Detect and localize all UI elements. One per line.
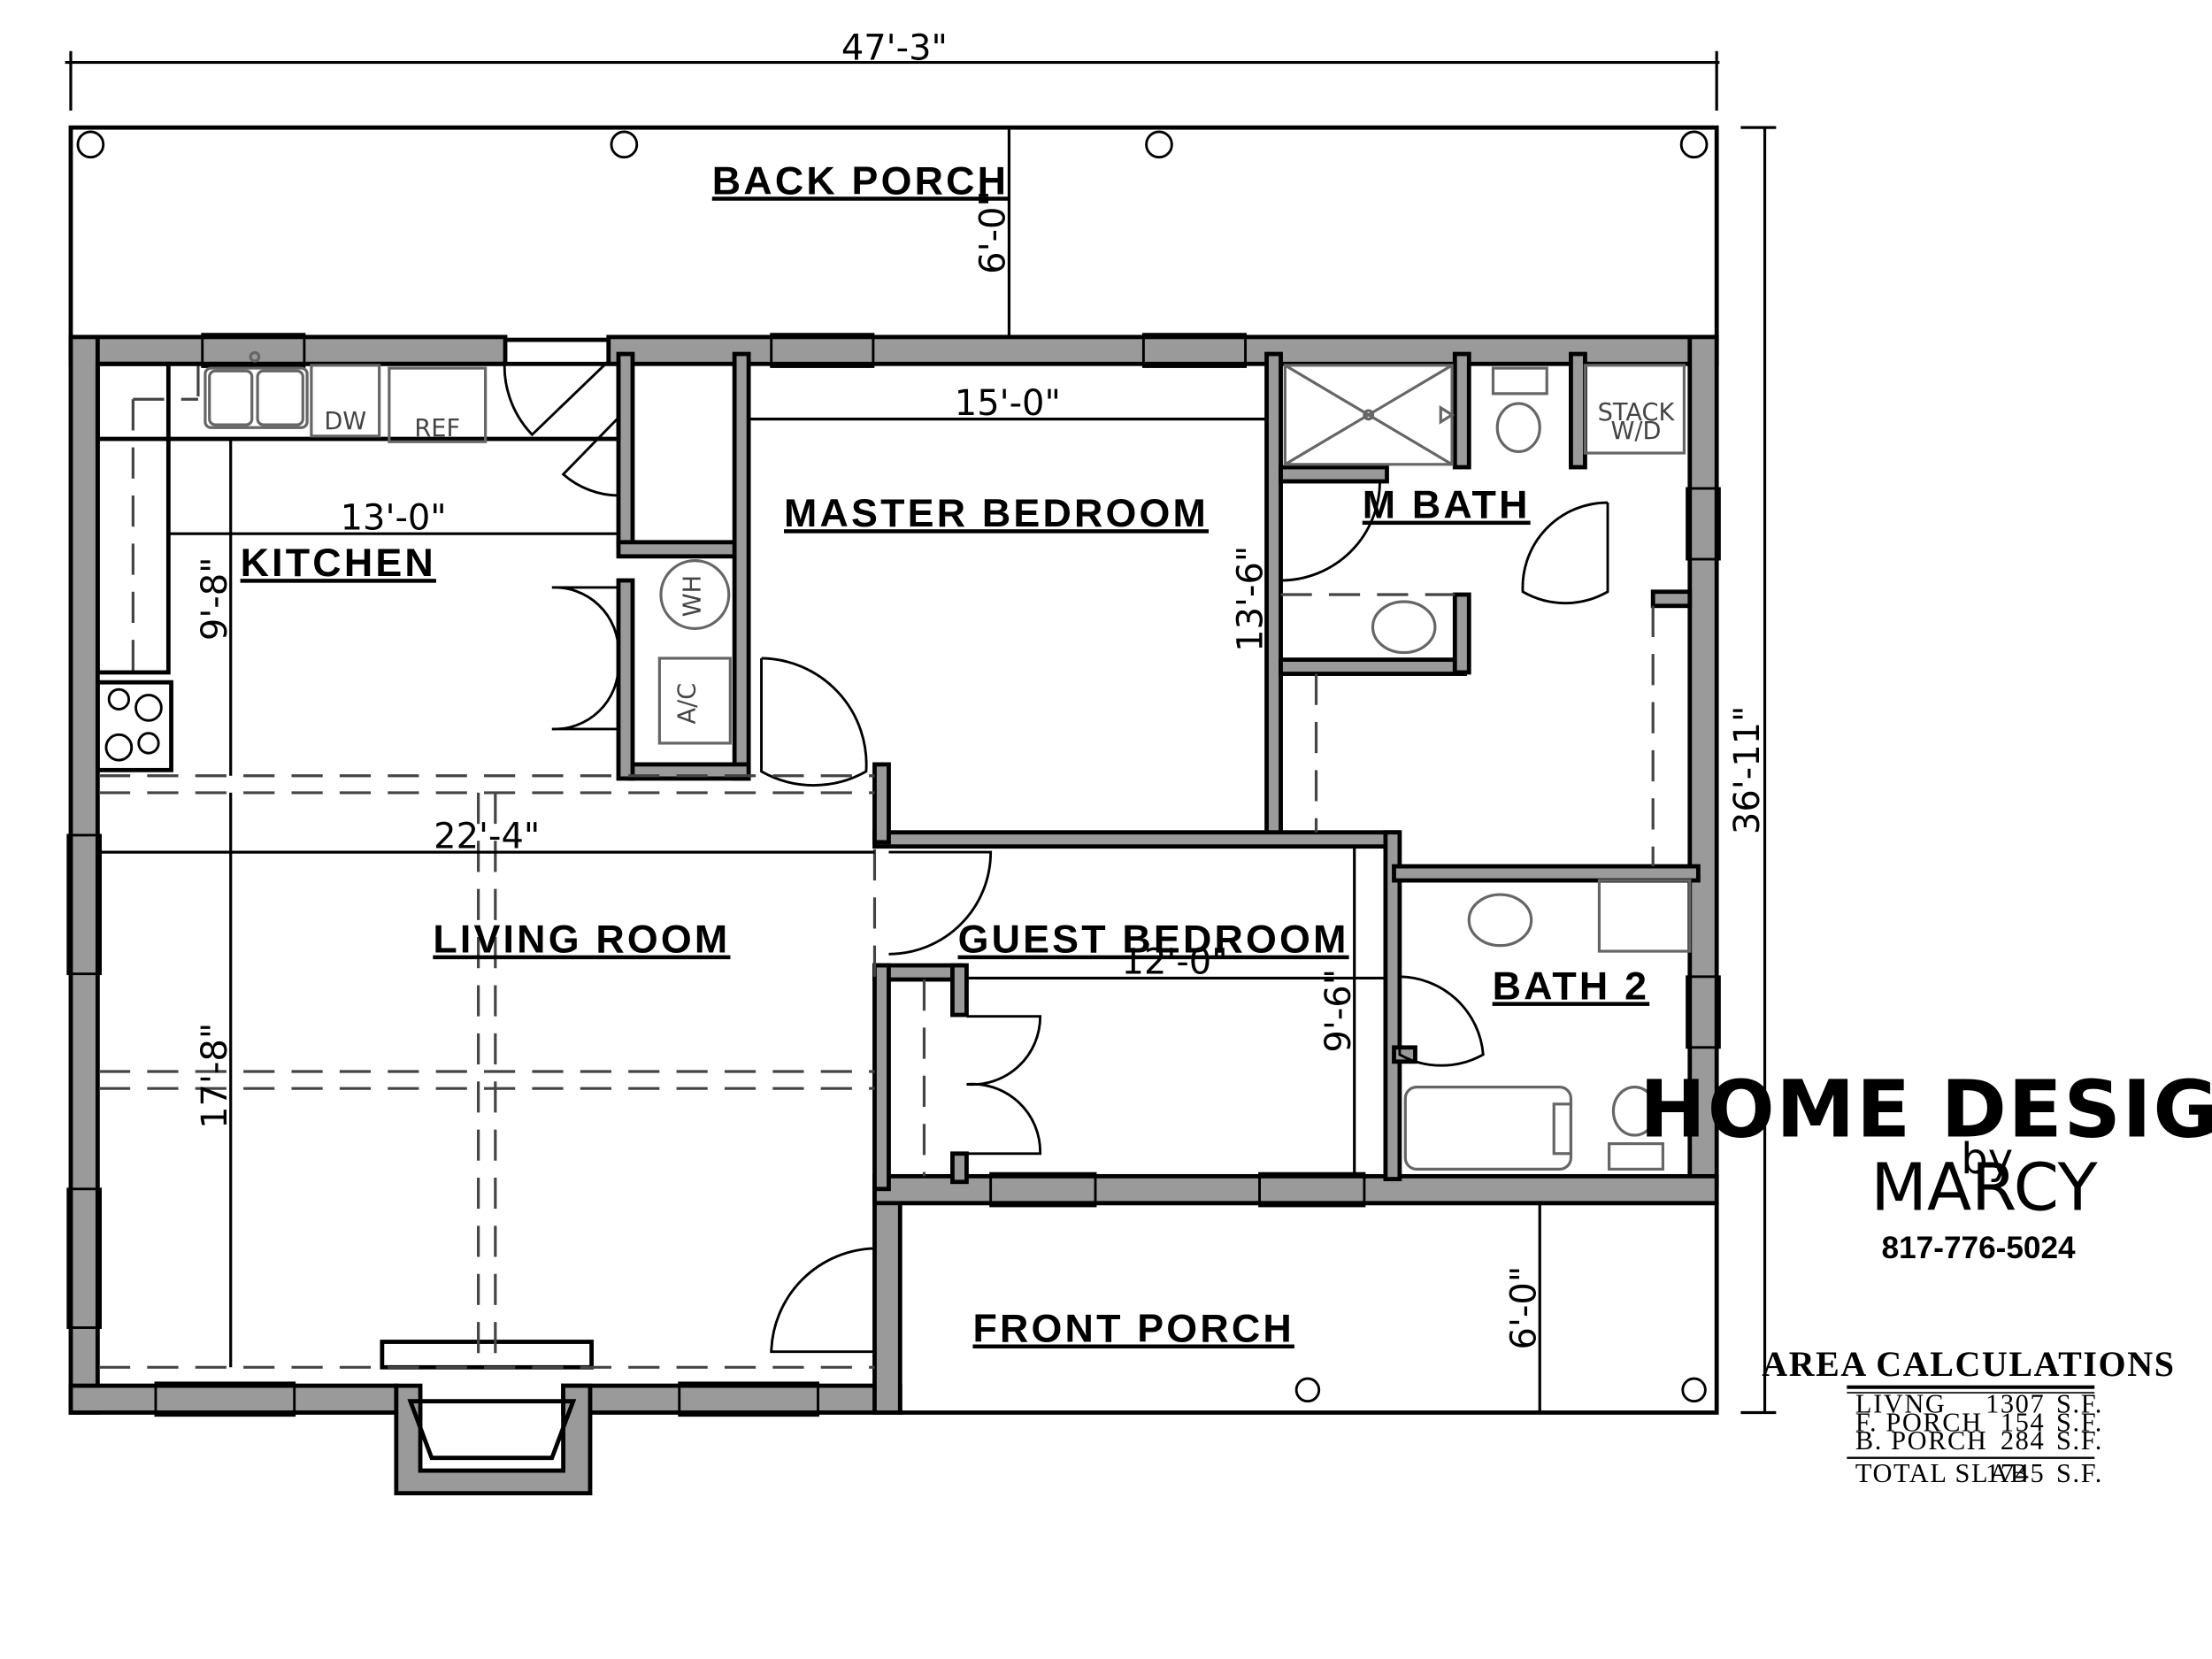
area-total-unit: S.F.	[2056, 1458, 2103, 1488]
room-label-bath-2: BATH 2	[1493, 964, 1650, 1008]
area-total-label: TOTAL SLAB	[1855, 1458, 2030, 1488]
label-stack: STACK	[1598, 399, 1676, 426]
area-row-unit: S.F.	[2056, 1388, 2103, 1418]
area-row-unit: S.F.	[2056, 1407, 2103, 1437]
room-label-back-porch: BACK PORCH	[712, 158, 1009, 203]
room-label-m-bath: M BATH	[1363, 483, 1531, 527]
dimension-lines	[65, 50, 1777, 1415]
brand-name: MARCY	[1870, 1151, 2098, 1226]
brand-logo: HOME DESIGNS by MARCY 817-776-5024	[1640, 1064, 2212, 1266]
area-row-value: 1307	[1985, 1388, 2045, 1418]
area-row-label: LIVNG	[1855, 1388, 1946, 1418]
dim-front-porch-depth: 6'-0"	[1503, 1266, 1544, 1350]
windows	[66, 333, 1721, 1417]
kitchen-fixtures	[95, 350, 621, 772]
label-ac: A/C	[673, 683, 701, 725]
room-label-master-bedroom: MASTER BEDROOM	[784, 491, 1209, 535]
dim-back-porch-depth: 6'-0"	[973, 190, 1014, 274]
label-water-heater: WH	[680, 575, 707, 617]
area-calc-title: AREA CALCULATIONS	[1762, 1344, 2175, 1384]
dim-living-width: 22'-4"	[434, 816, 540, 856]
dim-master-width: 15'-0"	[955, 383, 1061, 424]
interior-walls	[616, 351, 1701, 1192]
area-row-value: 154	[2001, 1407, 2045, 1437]
room-labels: BACK PORCH KITCHEN MASTER BEDROOM M BATH…	[241, 158, 1650, 1351]
brand-phone: 817-776-5024	[1882, 1231, 2076, 1265]
brand-title: HOME DESIGNS	[1640, 1064, 2212, 1156]
dim-overall-width: 47'-3"	[841, 27, 948, 68]
area-row-unit: S.F.	[2056, 1425, 2103, 1455]
dimension-labels: 47'-3" 36'-11" 6'-0" 15'-0" 13'-6" 13'-0…	[195, 27, 1768, 1349]
room-label-front-porch: FRONT PORCH	[972, 1307, 1294, 1351]
area-row-label: B. PORCH	[1855, 1425, 1988, 1455]
area-total-value: 1745	[1985, 1458, 2045, 1488]
area-calculations: AREA CALCULATIONS LIVNG 1307 S.F. F. POR…	[1762, 1344, 2175, 1488]
fixture-labels: DW REF WH A/C STACK W/D	[324, 399, 1675, 724]
label-dishwasher: DW	[324, 408, 366, 435]
area-row-label: F. PORCH	[1855, 1407, 1983, 1437]
exterior-walls	[68, 334, 1719, 1496]
room-label-kitchen: KITCHEN	[241, 541, 436, 585]
dim-overall-depth: 36'-11"	[1727, 706, 1768, 835]
dim-master-depth: 13'-6"	[1231, 546, 1271, 652]
brand-by: by	[1961, 1134, 2013, 1184]
dim-guest-width: 12'-0"	[1122, 942, 1228, 983]
room-label-guest-bedroom: GUEST BEDROOM	[958, 918, 1349, 962]
label-refrigerator: REF	[414, 415, 460, 442]
label-washer-dryer: W/D	[1611, 418, 1662, 445]
dim-living-depth: 17'-8"	[195, 1023, 235, 1129]
doors	[503, 353, 1609, 1354]
dim-kitchen-depth: 9'-8"	[195, 557, 235, 641]
room-label-living-room: LIVING ROOM	[433, 918, 730, 962]
mechanical-fixtures	[657, 558, 732, 745]
area-row-value: 284	[2001, 1425, 2045, 1455]
dim-kitchen-width: 13'-0"	[341, 497, 447, 538]
bath-fixtures	[1283, 364, 1692, 1171]
dim-guest-depth: 9'-6"	[1318, 969, 1359, 1053]
